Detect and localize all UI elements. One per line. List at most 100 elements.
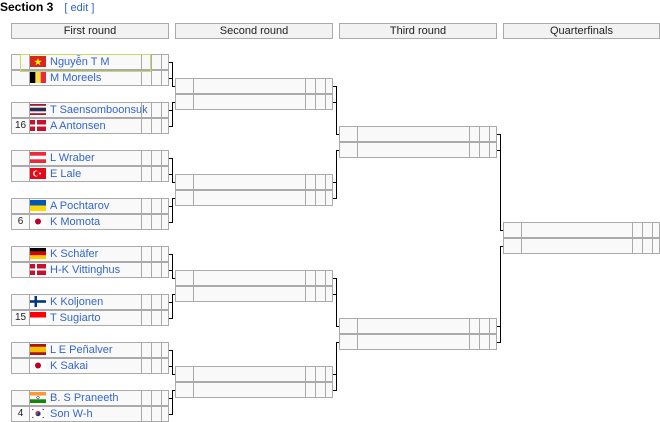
- score-cell: [652, 223, 660, 237]
- score-cell: [489, 335, 499, 349]
- player-link[interactable]: B. S Praneeth: [50, 392, 119, 404]
- player-row: M Moreels: [11, 70, 169, 86]
- score-cell: [141, 295, 151, 309]
- thailand-flag-icon: [30, 104, 46, 115]
- bracket-connector-line: [169, 366, 173, 367]
- round-header-second-round: Second round: [175, 23, 333, 39]
- score-cell: [141, 103, 151, 117]
- player-row: K Sakai: [11, 358, 169, 374]
- second-round-match-slot: [175, 286, 333, 302]
- score-cell: [325, 367, 335, 381]
- player-name-cell: Nguyễn T M: [30, 55, 110, 69]
- player-row: A Pochtarov: [11, 198, 169, 214]
- score-cell: [305, 79, 315, 93]
- player-link[interactable]: A Antonsen: [50, 120, 106, 132]
- bracket-connector-line: [172, 390, 173, 407]
- score-cell: [141, 391, 151, 405]
- score-cell: [161, 391, 171, 405]
- player-link[interactable]: K Momota: [50, 216, 101, 228]
- seed-cell: [176, 175, 194, 189]
- bracket-connector-line: [172, 374, 175, 375]
- third-round-match-slot: [339, 142, 497, 158]
- quarterfinal-match-slot: [503, 238, 660, 254]
- score-cell: [305, 287, 315, 301]
- bracket-connector-line: [172, 294, 173, 311]
- bracket-connector-line: [336, 326, 339, 327]
- player-link[interactable]: K Koljonen: [50, 296, 104, 308]
- bracket-connector-line: [333, 374, 337, 375]
- bracket-connector-line: [497, 326, 501, 327]
- score-cell: [642, 239, 652, 253]
- score-cell: [325, 287, 335, 301]
- player-name-cell: K Koljonen: [30, 295, 103, 309]
- edit-link[interactable]: edit: [70, 2, 89, 14]
- player-name-cell: T Saensomboonsuk: [30, 103, 148, 117]
- player-link[interactable]: L E Peñalver: [50, 344, 113, 356]
- score-cell: [161, 103, 171, 117]
- second-round-match-slot: [175, 174, 333, 190]
- bracket-connector-line: [500, 246, 503, 247]
- player-link[interactable]: A Pochtarov: [50, 200, 110, 212]
- player-link[interactable]: T Sugiarto: [50, 312, 101, 324]
- score-cell: [151, 311, 161, 325]
- bracket-connector-line: [336, 150, 337, 191]
- section-heading: Section 3 [ edit ]: [0, 0, 94, 14]
- bracket-connector-line: [172, 278, 175, 279]
- third-round-match-slot: [339, 334, 497, 350]
- player-name-cell: K Momota: [30, 215, 100, 229]
- seed-cell: [176, 95, 194, 109]
- player-link[interactable]: K Schäfer: [50, 248, 99, 260]
- india-flag-icon: [30, 392, 46, 403]
- seed-cell: [12, 55, 30, 69]
- score-cell: [469, 319, 479, 333]
- score-cell: [325, 191, 335, 205]
- seed-cell: [12, 295, 30, 309]
- bracket-connector-line: [500, 142, 501, 231]
- bracket-connector-line: [169, 222, 173, 223]
- score-cell: [141, 343, 151, 357]
- player-link[interactable]: L Wraber: [50, 152, 95, 164]
- score-cell: [305, 95, 315, 109]
- player-row: Nguyễn T M: [11, 54, 169, 70]
- player-link[interactable]: M Moreels: [50, 72, 102, 84]
- seed-cell: 15: [12, 311, 30, 325]
- seed-cell: [340, 319, 358, 333]
- seed-cell: [340, 127, 358, 141]
- edit-section-link[interactable]: [ edit ]: [64, 2, 94, 14]
- player-name-cell: L E Peñalver: [30, 343, 113, 357]
- bracket-connector-line: [172, 294, 175, 295]
- score-cell: [141, 247, 151, 261]
- player-link[interactable]: T Saensomboonsuk: [50, 104, 148, 116]
- germany-flag-icon: [30, 248, 46, 259]
- austria-flag-icon: [30, 152, 46, 163]
- player-name-cell: Son W-h: [30, 407, 93, 421]
- belgium-flag-icon: [30, 72, 46, 83]
- seed-cell: [12, 151, 30, 165]
- score-cell: [161, 247, 171, 261]
- score-cell: [141, 55, 151, 69]
- edit-bracket-open: [: [64, 2, 68, 14]
- selection-highlight: [20, 54, 151, 72]
- bracket-connector-line: [169, 78, 173, 79]
- player-link[interactable]: Son W-h: [50, 408, 93, 420]
- bracket-connector-line: [172, 198, 173, 215]
- bracket-connector-line: [336, 94, 337, 135]
- player-link[interactable]: H-K Vittinghus: [50, 264, 121, 276]
- player-name-cell: B. S Praneeth: [30, 391, 119, 405]
- quarterfinal-match-slot: [503, 222, 660, 238]
- player-link[interactable]: Nguyễn T M: [50, 56, 110, 68]
- bracket-connector-line: [333, 86, 337, 87]
- score-cell: [151, 391, 161, 405]
- player-link[interactable]: E Lale: [50, 168, 82, 180]
- player-link[interactable]: K Sakai: [50, 360, 88, 372]
- player-row: H-K Vittinghus: [11, 262, 169, 278]
- score-cell: [489, 143, 499, 157]
- vietnam-flag-icon: [30, 56, 46, 67]
- seed-cell: [12, 343, 30, 357]
- bracket-connector-line: [500, 246, 501, 335]
- section-title: Section 3: [0, 0, 54, 14]
- bracket-connector-line: [172, 102, 175, 103]
- japan-flag-icon: [30, 360, 46, 371]
